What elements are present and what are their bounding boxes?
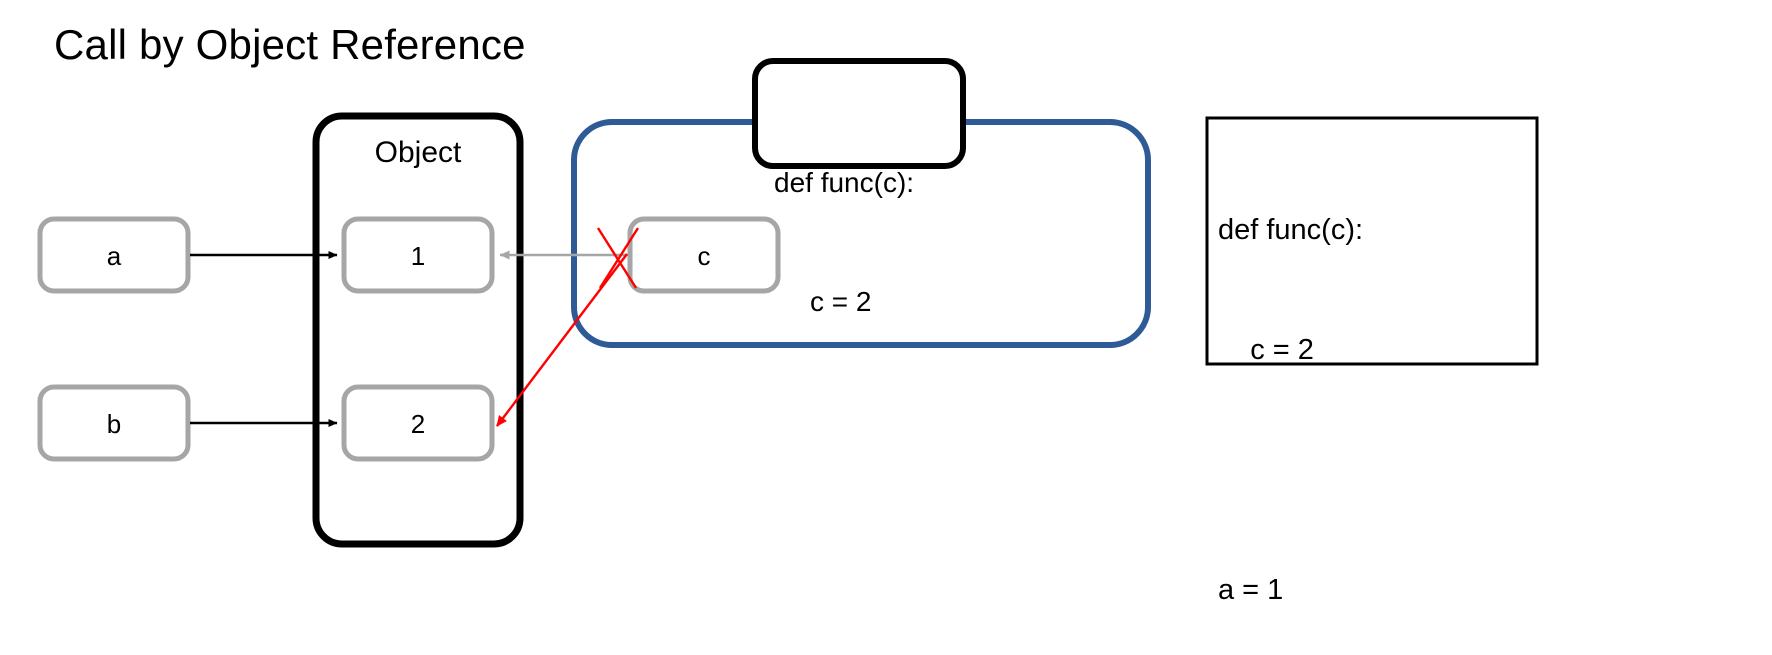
variable-box-c-frame — [627, 216, 781, 294]
page-title: Call by Object Reference — [54, 21, 526, 68]
code-line-2: c = 2 — [1218, 334, 1314, 367]
code-line-4: a = 1 — [1218, 574, 1284, 607]
variable-box-c-label: c — [697, 241, 711, 271]
function-scope-frame — [571, 119, 1151, 348]
function-callout-frame — [752, 58, 966, 169]
object-container-label: Object — [374, 136, 462, 169]
variable-box-b-frame — [37, 384, 191, 462]
variable-box-a-frame — [37, 216, 191, 294]
code-line-3 — [1218, 450, 1363, 490]
code-panel-text: def func(c): c = 2 a = 1 b = 2 func(a) — [1218, 130, 1363, 655]
red-rebind-arrow — [496, 253, 628, 427]
function-callout-text: def func(c): c = 2 — [762, 83, 962, 401]
object-cell-2-frame — [341, 384, 495, 462]
variable-box-a-label: a — [106, 241, 122, 271]
code-line-1: def func(c): — [1218, 214, 1364, 247]
code-panel-frame — [1205, 116, 1539, 366]
object-container-frame — [312, 112, 524, 548]
x-mark-cancel-stroke-1 — [598, 227, 640, 289]
variable-box-b-label: b — [106, 409, 122, 439]
x-mark-cancel-stroke-2 — [596, 227, 638, 289]
function-callout-line-1: def func(c): — [774, 166, 915, 198]
function-callout-line-2: c = 2 — [810, 285, 872, 317]
object-cell-1-frame — [341, 216, 495, 294]
object-cell-2-label: 2 — [410, 409, 426, 439]
object-cell-1-label: 1 — [410, 241, 426, 271]
